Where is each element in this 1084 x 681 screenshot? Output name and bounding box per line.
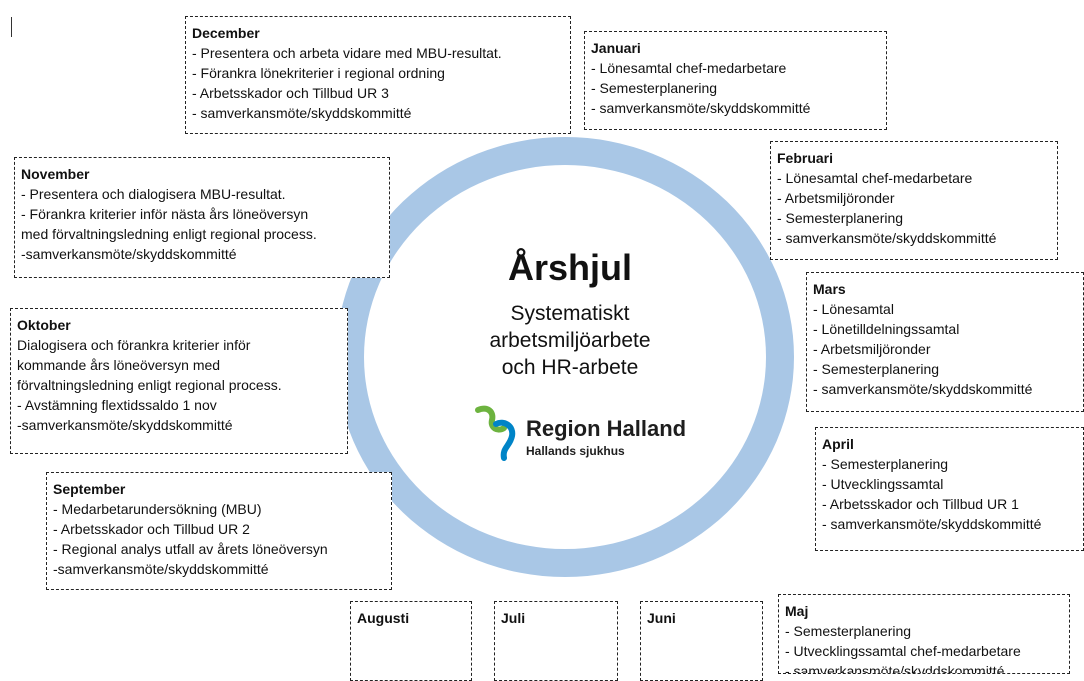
month-title: September: [53, 481, 126, 497]
subtitle-line: arbetsmiljöarbete: [489, 329, 651, 352]
list-item: - Semesterplanering: [785, 623, 912, 639]
list-item: - Presentera och dialogisera MBU-resulta…: [21, 186, 286, 202]
list-item: - Semesterplanering: [813, 361, 940, 377]
list-item: -samverkansmöte/skyddskommitté: [53, 561, 269, 577]
list-item: förvaltningsledning enligt regional proc…: [17, 377, 282, 393]
wheel-subtitle: Systematiskt arbetsmiljöarbete och HR-ar…: [420, 300, 720, 381]
list-item: - samverkansmöte/skyddskommitté: [777, 230, 997, 246]
list-item: - Arbetsmiljöronder: [813, 341, 931, 357]
month-box-juli: Juli: [494, 601, 618, 681]
list-item: - Lönesamtal chef-medarbetare: [777, 170, 973, 186]
subtitle-line: Systematiskt: [510, 302, 630, 325]
month-box-december: December - Presentera och arbeta vidare …: [185, 16, 571, 134]
month-title: December: [192, 25, 260, 41]
month-box-augusti: Augusti: [350, 601, 472, 681]
list-item: - Presentera och arbeta vidare med MBU-r…: [192, 45, 502, 61]
region-halland-logo: Region Halland Hallands sjukhus: [474, 402, 687, 462]
list-item: - samverkansmöte/skyddskommitté: [813, 381, 1033, 397]
month-title: November: [21, 166, 90, 182]
list-item: - Avstämning flextidssaldo 1 nov: [17, 397, 217, 413]
list-item: - Arbetsskador och Tillbud UR 1: [822, 496, 1019, 512]
month-title: Oktober: [17, 317, 71, 333]
month-box-november: November - Presentera och dialogisera MB…: [14, 157, 390, 278]
logo-subname: Hallands sjukhus: [526, 444, 625, 458]
list-item: - Förankra kriterier inför nästa års lön…: [21, 206, 309, 222]
logo-name: Region Halland: [526, 416, 687, 441]
list-item: - Lönesamtal chef-medarbetare: [591, 60, 787, 76]
list-item: -samverkansmöte/skyddskommitté: [17, 417, 233, 433]
list-item: - samverkansmöte/skyddskommitté: [192, 105, 412, 121]
month-box-september: September - Medarbetarundersökning (MBU)…: [46, 472, 392, 590]
month-title: April: [822, 436, 854, 452]
text-cursor: [11, 17, 12, 37]
list-item: - Semesterplanering: [822, 456, 949, 472]
list-item: - Arbetsskador och Tillbud UR 3: [192, 85, 389, 101]
list-item: kommande års löneöversyn med: [17, 357, 221, 373]
wheel-center: Årshjul Systematiskt arbetsmiljöarbete o…: [420, 248, 720, 381]
list-item: - Utvecklingssamtal chef-medarbetare: [785, 643, 1021, 659]
month-title: Januari: [591, 40, 641, 56]
month-title: Mars: [813, 281, 846, 297]
list-item: - Arbetsmiljöronder: [777, 190, 895, 206]
list-item: - Arbetsskador och Tillbud UR 2: [53, 521, 250, 537]
list-item: - Utvecklingssamtal: [822, 476, 944, 492]
list-item: - Regional analys utfall av årets löneöv…: [53, 541, 328, 557]
month-box-februari: Februari - Lönesamtal chef-medarbetare -…: [770, 141, 1058, 260]
month-box-juni: Juni: [640, 601, 763, 681]
list-item: - Lönetilldelningssamtal: [813, 321, 960, 337]
month-title: Maj: [785, 603, 809, 619]
month-title: Juni: [647, 610, 676, 626]
list-item: med förvaltningsledning enligt regional …: [21, 226, 317, 242]
list-item: - samverkansmöte/skyddskommitté: [822, 516, 1042, 532]
wheel-title: Årshjul: [507, 247, 632, 288]
month-box-mars: Mars - Lönesamtal - Lönetilldelningssamt…: [806, 272, 1084, 412]
region-halland-logo-icon: [475, 405, 516, 461]
month-box-januari: Januari - Lönesamtal chef-medarbetare - …: [584, 31, 887, 130]
list-item: - samverkansmöte/skyddskommitté: [591, 100, 811, 116]
month-title: Juli: [501, 610, 526, 626]
subtitle-line: och HR-arbete: [501, 356, 639, 379]
list-item: - Semesterplanering: [777, 210, 904, 226]
month-title: Februari: [777, 150, 834, 166]
month-box-april: April - Semesterplanering - Utvecklingss…: [815, 427, 1084, 551]
list-item: - Förankra lönekriterier i regional ordn…: [192, 65, 445, 81]
month-box-maj: Maj - Semesterplanering - Utvecklingssam…: [778, 594, 1070, 674]
list-item: - Medarbetarundersökning (MBU): [53, 501, 262, 517]
month-title: Augusti: [357, 610, 410, 626]
list-item: - samverkansmöte/skyddskommitté: [785, 663, 1005, 674]
list-item: - Lönesamtal: [813, 301, 894, 317]
month-box-oktober: Oktober Dialogisera och förankra kriteri…: [10, 308, 348, 454]
list-item: -samverkansmöte/skyddskommitté: [21, 246, 237, 262]
list-item: - Semesterplanering: [591, 80, 718, 96]
list-item: Dialogisera och förankra kriterier inför: [17, 337, 251, 353]
